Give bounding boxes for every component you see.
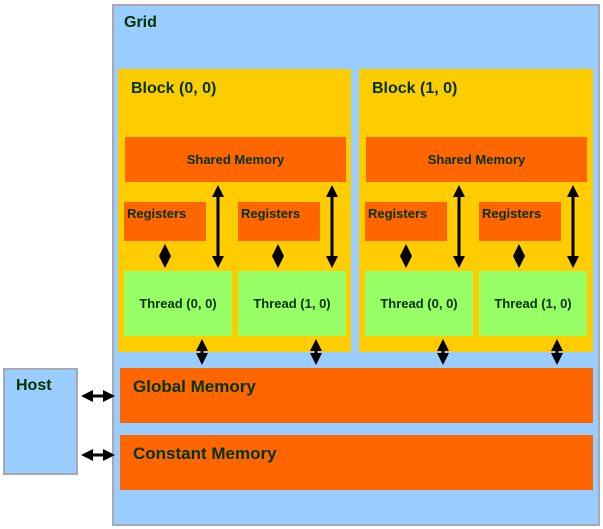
thread-label: Thread (0, 0)	[139, 296, 217, 311]
thread: Thread (1, 0)	[238, 271, 346, 336]
global-memory: Global Memory	[120, 368, 593, 423]
host-label: Host	[16, 377, 52, 394]
shared-memory: Shared Memory	[125, 137, 346, 182]
registers: Registers	[479, 202, 561, 241]
thread: Thread (0, 0)	[124, 271, 232, 336]
shared-memory-label: Shared Memory	[427, 152, 526, 167]
shared-memory-label: Shared Memory	[186, 152, 285, 167]
block-label: Block (0, 0)	[131, 80, 217, 97]
thread: Thread (0, 0)	[365, 271, 473, 336]
registers: Registers	[124, 202, 206, 241]
host-box: Host	[3, 368, 78, 475]
grid-label: Grid	[124, 14, 157, 31]
registers-label: Registers	[368, 206, 428, 221]
registers: Registers	[365, 202, 447, 241]
thread-label: Thread (1, 0)	[494, 296, 572, 311]
global-memory-label: Global Memory	[133, 377, 256, 396]
thread-label: Thread (0, 0)	[380, 296, 458, 311]
registers: Registers	[238, 202, 320, 241]
constant-memory-label: Constant Memory	[133, 444, 277, 463]
registers-label: Registers	[482, 206, 542, 221]
thread: Thread (1, 0)	[479, 271, 587, 336]
registers-label: Registers	[127, 206, 187, 221]
shared-memory: Shared Memory	[366, 137, 587, 182]
block-label: Block (1, 0)	[372, 80, 458, 97]
thread-label: Thread (1, 0)	[253, 296, 331, 311]
constant-memory: Constant Memory	[120, 435, 593, 490]
registers-label: Registers	[241, 206, 301, 221]
